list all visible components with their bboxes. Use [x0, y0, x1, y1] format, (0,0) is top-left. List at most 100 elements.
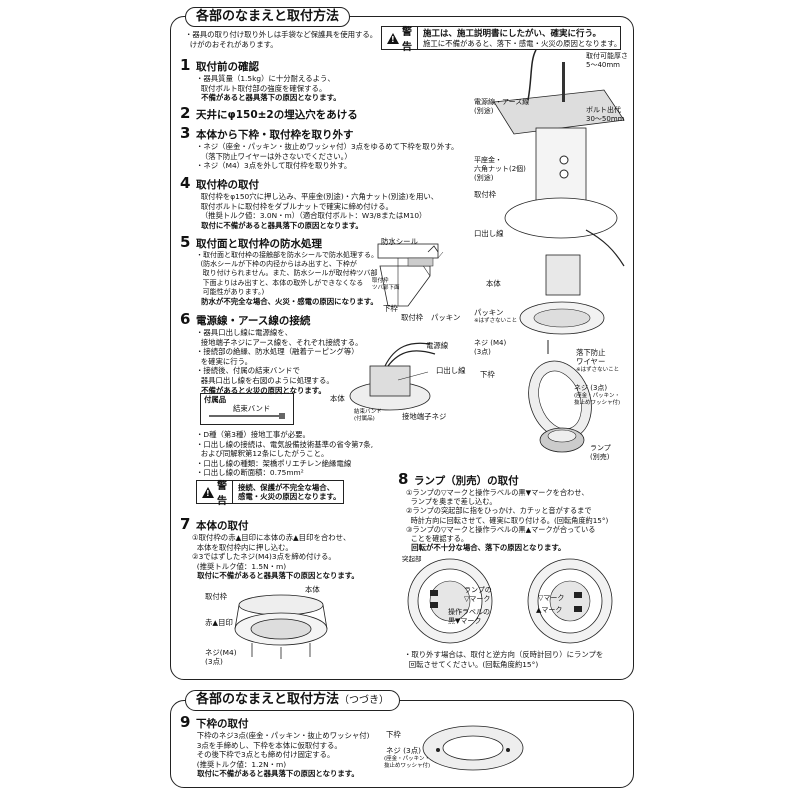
label-power-line: 電源線: [426, 341, 449, 350]
label-s7-screw: ネジ(M4) (3点): [205, 648, 237, 666]
warning-label-text: 警告: [402, 27, 412, 53]
label-fall-wire-note: ※はずさないこと: [576, 367, 620, 373]
label-ground-screw: 接地端子ネジ: [402, 412, 447, 421]
label-power-earth: 電源線・アース線 (別途): [474, 98, 530, 115]
step-8-body: ①ランプの▽マークと操作ラベルの黒▼マークを合わせ、 ランプを奥まで差し込む。 …: [406, 488, 609, 544]
step-7-title: 本体の取付: [196, 520, 249, 532]
label-lower-frame-5: 下枠: [383, 304, 398, 313]
label-s8-label-mark: 操作ラベルの 黒▼マーク: [448, 608, 490, 625]
label-lower-frame: 下枠: [480, 370, 495, 379]
label-frame-5: 取付枠: [401, 313, 424, 322]
wiring-warning-line2: 感電・火災の原因となります。: [238, 492, 341, 502]
label-body-6: 本体: [330, 394, 345, 403]
section-header-continued: 各部のなまえと取付方法（つづき）: [185, 690, 401, 711]
section-frame-continued: [170, 700, 634, 788]
warning-line2: 施工に不備があると、落下・感電・火災の原因となります。: [423, 39, 622, 49]
section-header-main: 各部のなまえと取付方法: [185, 7, 351, 27]
step-4: 4 取付枠の取付 取付枠をφ150穴に押し込み、平座金(別途)・六角ナット(別途)…: [180, 173, 438, 230]
label-screw3: ネジ (3点): [574, 384, 608, 392]
label-packing-5: パッキン: [431, 313, 461, 322]
top-warning-box: ! 警告 施工は、施工説明書にしたがい、確実に行う。 施工に不備があると、落下・…: [381, 26, 621, 53]
step-8-number: 8: [398, 470, 409, 488]
label-fall-wire: 落下防止 ワイヤー: [576, 348, 606, 366]
warning-text: 施工は、施工説明書にしたがい、確実に行う。 施工に不備があると、落下・感電・火災…: [418, 27, 626, 49]
step-9: 9 下枠の取付 下枠のネジ3点(座金・パッキン・抜止めワッシャ付) 3点を手締めし…: [180, 712, 370, 779]
label-waterproof-seal: 防水シール: [381, 237, 418, 246]
tie-band-icon: [209, 413, 285, 419]
label-body: 本体: [486, 279, 501, 288]
label-washer-nut: 平座金・ 六角ナット(2個) (別途): [474, 156, 526, 182]
step-8-note: ・取り外す場合は、取付と逆方向（反時計回り）にランプを 回転させてください。(回…: [404, 650, 604, 669]
step-4-title: 取付枠の取付: [196, 179, 259, 191]
step-1: 1 取付前の確認 ・器具質量（1.5kg）に十分耐えるよう、 取付ボルト取付部の強…: [180, 55, 341, 103]
step-7-warning: 取付に不備があると器具落下の原因となります。: [192, 571, 359, 581]
label-frame: 取付枠: [474, 190, 497, 199]
label-lead-wire-6: 口出し線: [436, 366, 466, 375]
label-s8-lamp-mark: ランプの ▽マーク: [464, 586, 492, 603]
step-7-body: ①取付枠の赤▲目印に本体の赤▲目印を合わせ、 本体を取付枠内に押し込む。 ②3で…: [192, 533, 351, 571]
lamp-diagram-left: [407, 558, 493, 644]
step-5-number: 5: [180, 233, 191, 251]
section-frame-main: [170, 16, 634, 680]
label-tie-band: 結束バンド (付属品): [354, 409, 382, 422]
label-packing: パッキン: [474, 308, 504, 317]
step-4-body: 取付枠をφ150穴に押し込み、平座金(別途)・六角ナット(別途)を用い、 取付ボ…: [200, 192, 439, 221]
step-3-title: 本体から下枠・取付枠を取り外す: [196, 129, 354, 141]
wiring-warning-box: ! 警告 接続、保護が不完全な場合、 感電・火災の原因となります。: [196, 480, 346, 507]
label-screw3-note: (座金・パッキン・ 抜止めワッシャ付): [574, 393, 621, 406]
lower-frame-diagram: [422, 725, 524, 771]
step-8: 8 ランプ（別売）の取付 ①ランプの▽マークと操作ラベルの黒▼マークを合わせ、 ラ…: [398, 469, 608, 553]
step-6-notes: ・D種（第3種）接地工事が必要。 ・口出し線の接続は、電気設備技術基準の省令第7…: [196, 430, 374, 478]
wiring-diagram: [349, 342, 436, 411]
step-2-title: 天井にφ150±2の埋込穴をあける: [196, 109, 358, 121]
step-1-title: 取付前の確認: [196, 61, 259, 73]
step-6-warning: 不備があると火災の原因となります。: [196, 385, 326, 395]
lamp-diagram-right: [527, 558, 613, 644]
warning2-triangle-icon: !: [202, 486, 214, 498]
accessory-item: 結束バンド: [233, 404, 271, 413]
wiring-warning-line1: 接続、保護が不完全な場合、: [238, 483, 335, 492]
label-s8-mark-up: ▲マーク: [536, 606, 563, 614]
step-8-warning: 回転が不十分な場合、落下の原因となります。: [406, 543, 566, 553]
label-s7-frame: 取付枠: [205, 592, 228, 601]
step-6-body: ・器具口出し線に電源線を、 接地端子ネジにアース線を、それぞれ接続する。 ・接続…: [196, 328, 363, 385]
label-s8-mark-v: ▽マーク: [538, 594, 565, 602]
step-4-warning: 取付に不備があると器具落下の原因となります。: [196, 220, 363, 230]
label-frame-flange: 取付枠 ツバ部下面: [372, 278, 400, 291]
label-s7-mark: 赤▲目印: [205, 618, 233, 627]
header-continued-title: 各部のなまえと取付方法: [196, 692, 340, 707]
step-4-number: 4: [180, 174, 191, 192]
step-9-body: 下枠のネジ3点(座金・パッキン・抜止めワッシャ付) 3点を手締めし、下枠を本体に…: [196, 731, 370, 769]
step-2: 2 天井にφ150±2の埋込穴をあける: [180, 103, 358, 122]
header-continued-suffix: （つづき）: [339, 695, 390, 706]
step-1-warning: 不備があると器具落下の原因となります。: [196, 93, 341, 103]
accessory-box: 付属品 結束バンド: [200, 393, 294, 425]
step-2-number: 2: [180, 104, 191, 122]
label-s9-screw-note: (座金・パッキン・ 抜止めワッシャ付): [384, 756, 431, 769]
waterproof-diagram: [377, 243, 444, 307]
label-s9-lower: 下枠: [386, 730, 401, 739]
step-5-body: ・取付面と取付枠の接触部を防水シールで防水処理する。 (防水シールが下枠の内径か…: [196, 251, 378, 296]
step-8-title: ランプ（別売）の取付: [414, 475, 519, 487]
label-s7-body: 本体: [305, 585, 320, 594]
step-9-warning: 取付に不備があると器具落下の原因となります。: [192, 769, 359, 779]
accessory-title: 付属品: [204, 395, 227, 404]
intro-note: ・器具の取り付け取り外しは手袋など保護具を使用する。 けがのおそれがあります。: [185, 30, 378, 49]
step-9-title: 下枠の取付: [196, 718, 249, 730]
label-bolt-thickness: 取付可能厚さ 5～40mm: [586, 52, 628, 69]
step-5-title: 取付面と取付枠の防水処理: [196, 238, 322, 250]
wiring-warning-label: ! 警告: [197, 481, 233, 507]
warning-triangle-icon: !: [387, 32, 399, 44]
step-9-number: 9: [180, 713, 191, 731]
step-5-warning: 防水が不完全な場合、火災・感電の原因になります。: [196, 297, 378, 307]
step-1-number: 1: [180, 56, 191, 74]
step-3-number: 3: [180, 124, 191, 142]
label-lead-wire: 口出し線: [474, 229, 504, 238]
label-bolt-protrusion: ボルト出代 30～50mm: [586, 106, 625, 123]
step-6-title: 電源線・アース線の接続: [196, 315, 311, 327]
step-1-body: ・器具質量（1.5kg）に十分耐えるよう、 取付ボルト取付部の強度を確保する。: [196, 74, 335, 93]
wiring-warning-text: 接続、保護が不完全な場合、 感電・火災の原因となります。: [233, 481, 346, 503]
warning-line1: 施工は、施工説明書にしたがい、確実に行う。: [423, 29, 601, 39]
